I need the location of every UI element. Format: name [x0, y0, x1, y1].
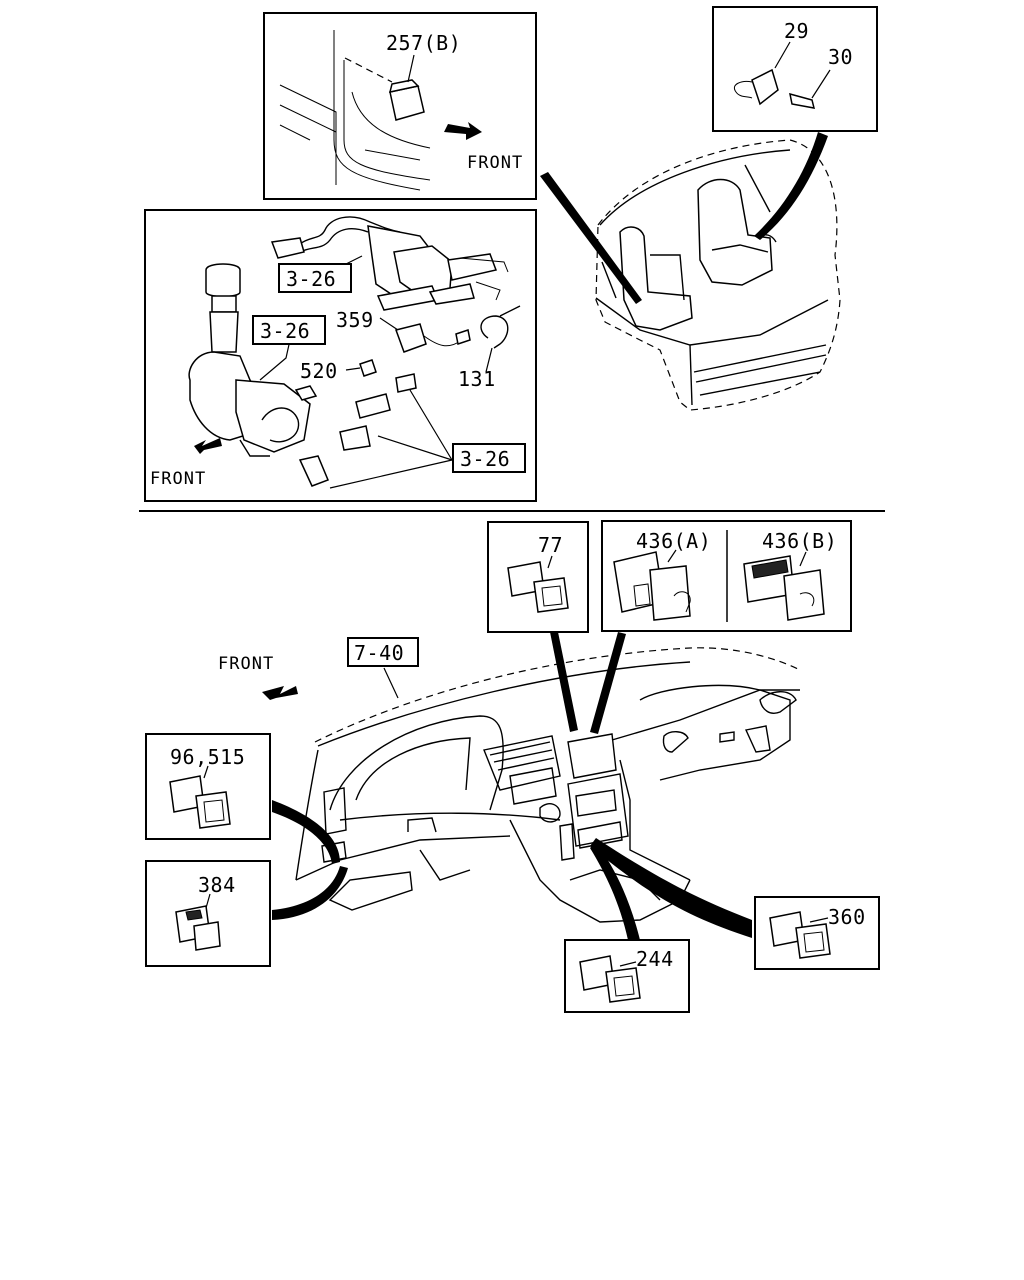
inset-switch-384: 384 — [145, 860, 271, 967]
front-label-door: FRONT — [467, 153, 523, 173]
dashboard-illustration — [295, 647, 801, 923]
label-360: 360 — [828, 905, 866, 929]
callout-436 — [590, 632, 626, 734]
label-359: 359 — [336, 308, 374, 332]
inset-frame — [145, 860, 271, 967]
inset-switch-360: 360 — [754, 896, 880, 970]
label-3-26-b: 3-26 — [260, 319, 310, 343]
front-arrow-icon — [444, 122, 482, 140]
label-244: 244 — [636, 947, 674, 971]
callout-seat-to-cab — [754, 132, 828, 240]
label-384: 384 — [198, 873, 236, 897]
callout-door-to-cab — [540, 172, 642, 304]
label-257b: 257(B) — [386, 31, 461, 55]
callout-96-515 — [272, 800, 340, 864]
inset-switch-77: 77 — [487, 521, 589, 633]
sensor-part — [395, 373, 417, 393]
seat-switch-part — [751, 68, 779, 106]
cab-illustration — [595, 139, 841, 411]
callout-244 — [590, 842, 640, 940]
inset-frame — [712, 6, 878, 132]
callout-384 — [272, 866, 348, 920]
label-3-26-a: 3-26 — [286, 267, 336, 291]
inset-switch-96-515: 96,515 — [145, 733, 271, 840]
front-arrow-icon — [194, 438, 222, 454]
ref-box-7-40 — [347, 637, 419, 667]
switch-359-part — [395, 323, 427, 353]
label-436a: 436(A) — [636, 529, 711, 553]
front-label-dash: FRONT — [218, 654, 274, 674]
label-3-26-c: 3-26 — [460, 447, 510, 471]
ref-box-3-26-c — [452, 443, 526, 473]
callout-360 — [590, 838, 752, 938]
inset-switch-436: 436(A) 436(B) — [601, 520, 852, 632]
clip-131-part — [480, 315, 509, 349]
ref-box-3-26-b — [252, 315, 326, 345]
label-96-515: 96,515 — [170, 745, 245, 769]
label-29: 29 — [784, 19, 809, 43]
ref-box-3-26-a — [278, 263, 352, 293]
label-77: 77 — [538, 533, 563, 557]
label-436b: 436(B) — [762, 529, 837, 553]
front-label-brake: FRONT — [150, 469, 206, 489]
label-30: 30 — [828, 45, 853, 69]
inset-switch-244: 244 — [564, 939, 690, 1013]
inset-seat-switch: 29 30 — [712, 6, 878, 132]
label-520: 520 — [300, 359, 338, 383]
callout-77 — [550, 632, 578, 732]
bolt-part — [789, 92, 816, 109]
inset-brake-switches: 3-26 3-26 3-26 359 520 131 FRONT — [144, 209, 537, 502]
front-arrow-icon — [262, 686, 298, 700]
nut-520-part — [359, 359, 377, 377]
label-131: 131 — [458, 367, 496, 391]
reservoir-cap — [205, 263, 241, 298]
label-7-40: 7-40 — [354, 641, 404, 665]
inset-door-switch: 257(B) FRONT — [263, 12, 537, 200]
